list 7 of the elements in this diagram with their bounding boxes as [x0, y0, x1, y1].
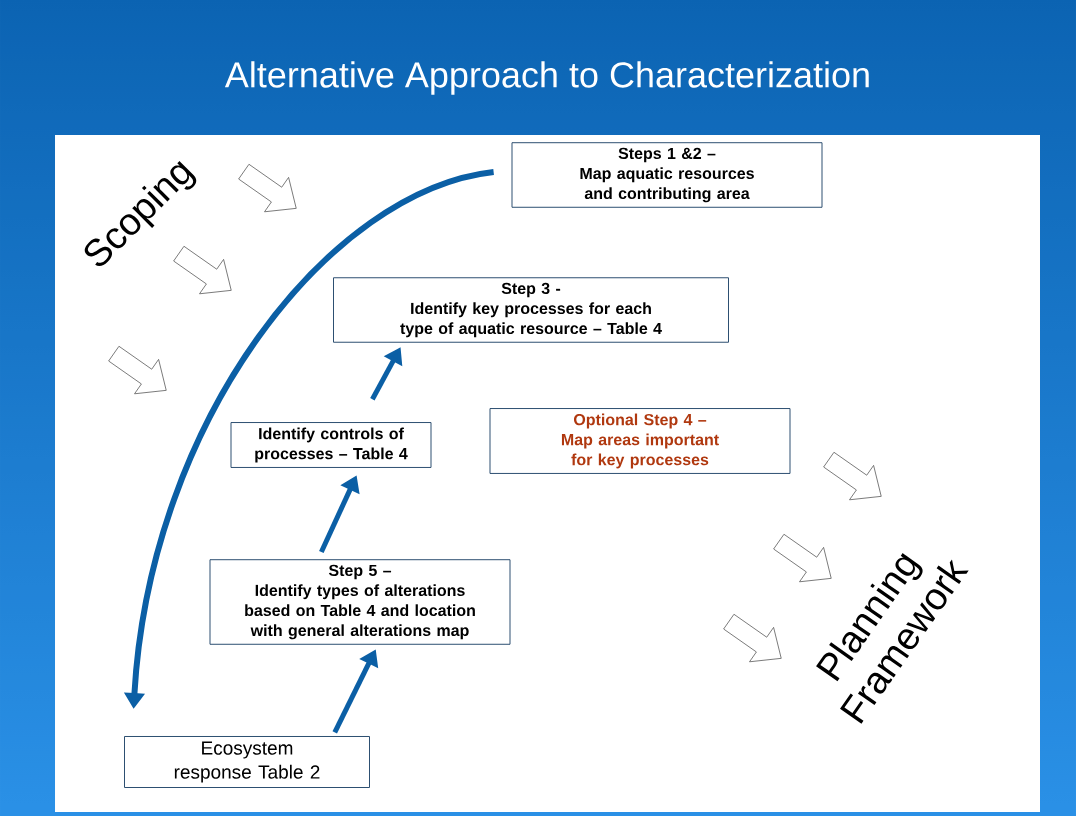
process-box: Steps 1 &2 – Map aquatic resources and contributing area	[511, 142, 823, 208]
process-box: Step 3 - Identify key processes for each type of aquatic resource – Table 4	[333, 277, 729, 343]
process-box: Identify controls of processes – Table 4	[230, 422, 432, 468]
slide-title: Alternative Approach to Characterization	[224, 61, 869, 95]
process-box: Optional Step 4 – Map areas important for key processes	[489, 408, 791, 474]
process-box: Step 5 – Identify types of alterations based on Table 4 and location with general alterations map	[209, 559, 511, 645]
process-box: Ecosystem response Table 2	[124, 736, 370, 788]
